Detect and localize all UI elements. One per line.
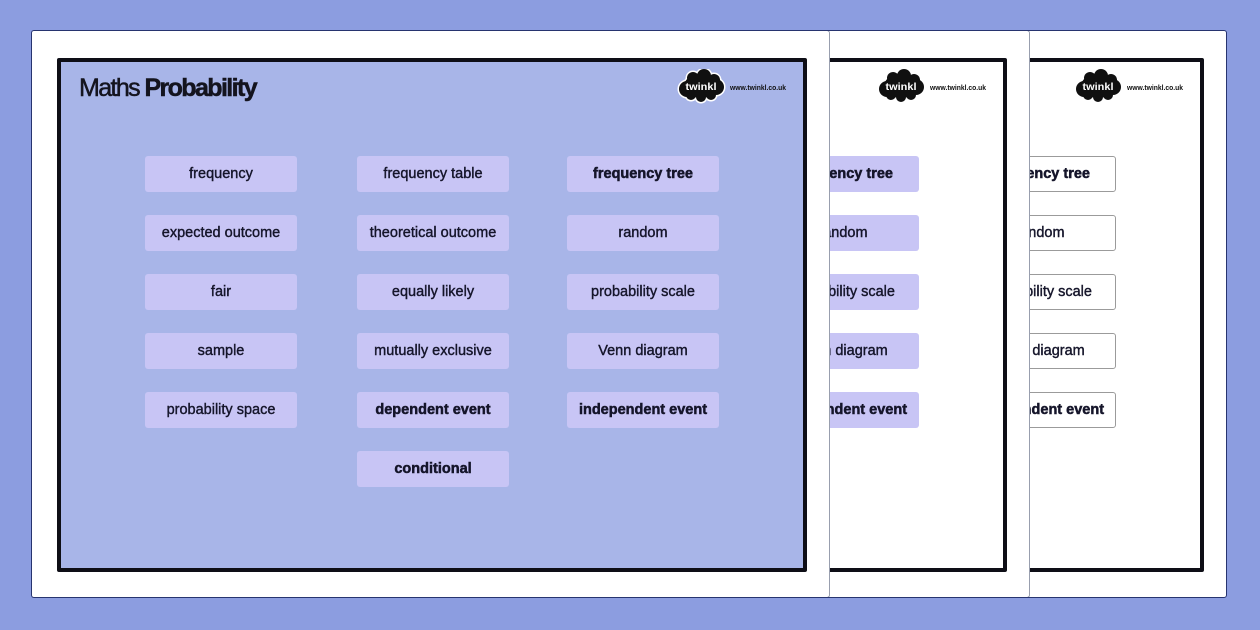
- svg-text:www.twinkl.co.uk: www.twinkl.co.uk: [1126, 85, 1183, 92]
- svg-text:twinkl: twinkl: [886, 81, 917, 93]
- svg-text:twinkl: twinkl: [1083, 81, 1114, 93]
- svg-text:twinkl: twinkl: [686, 81, 717, 93]
- svg-text:www.twinkl.co.uk: www.twinkl.co.uk: [729, 85, 786, 92]
- svg-text:www.twinkl.co.uk: www.twinkl.co.uk: [929, 85, 986, 92]
